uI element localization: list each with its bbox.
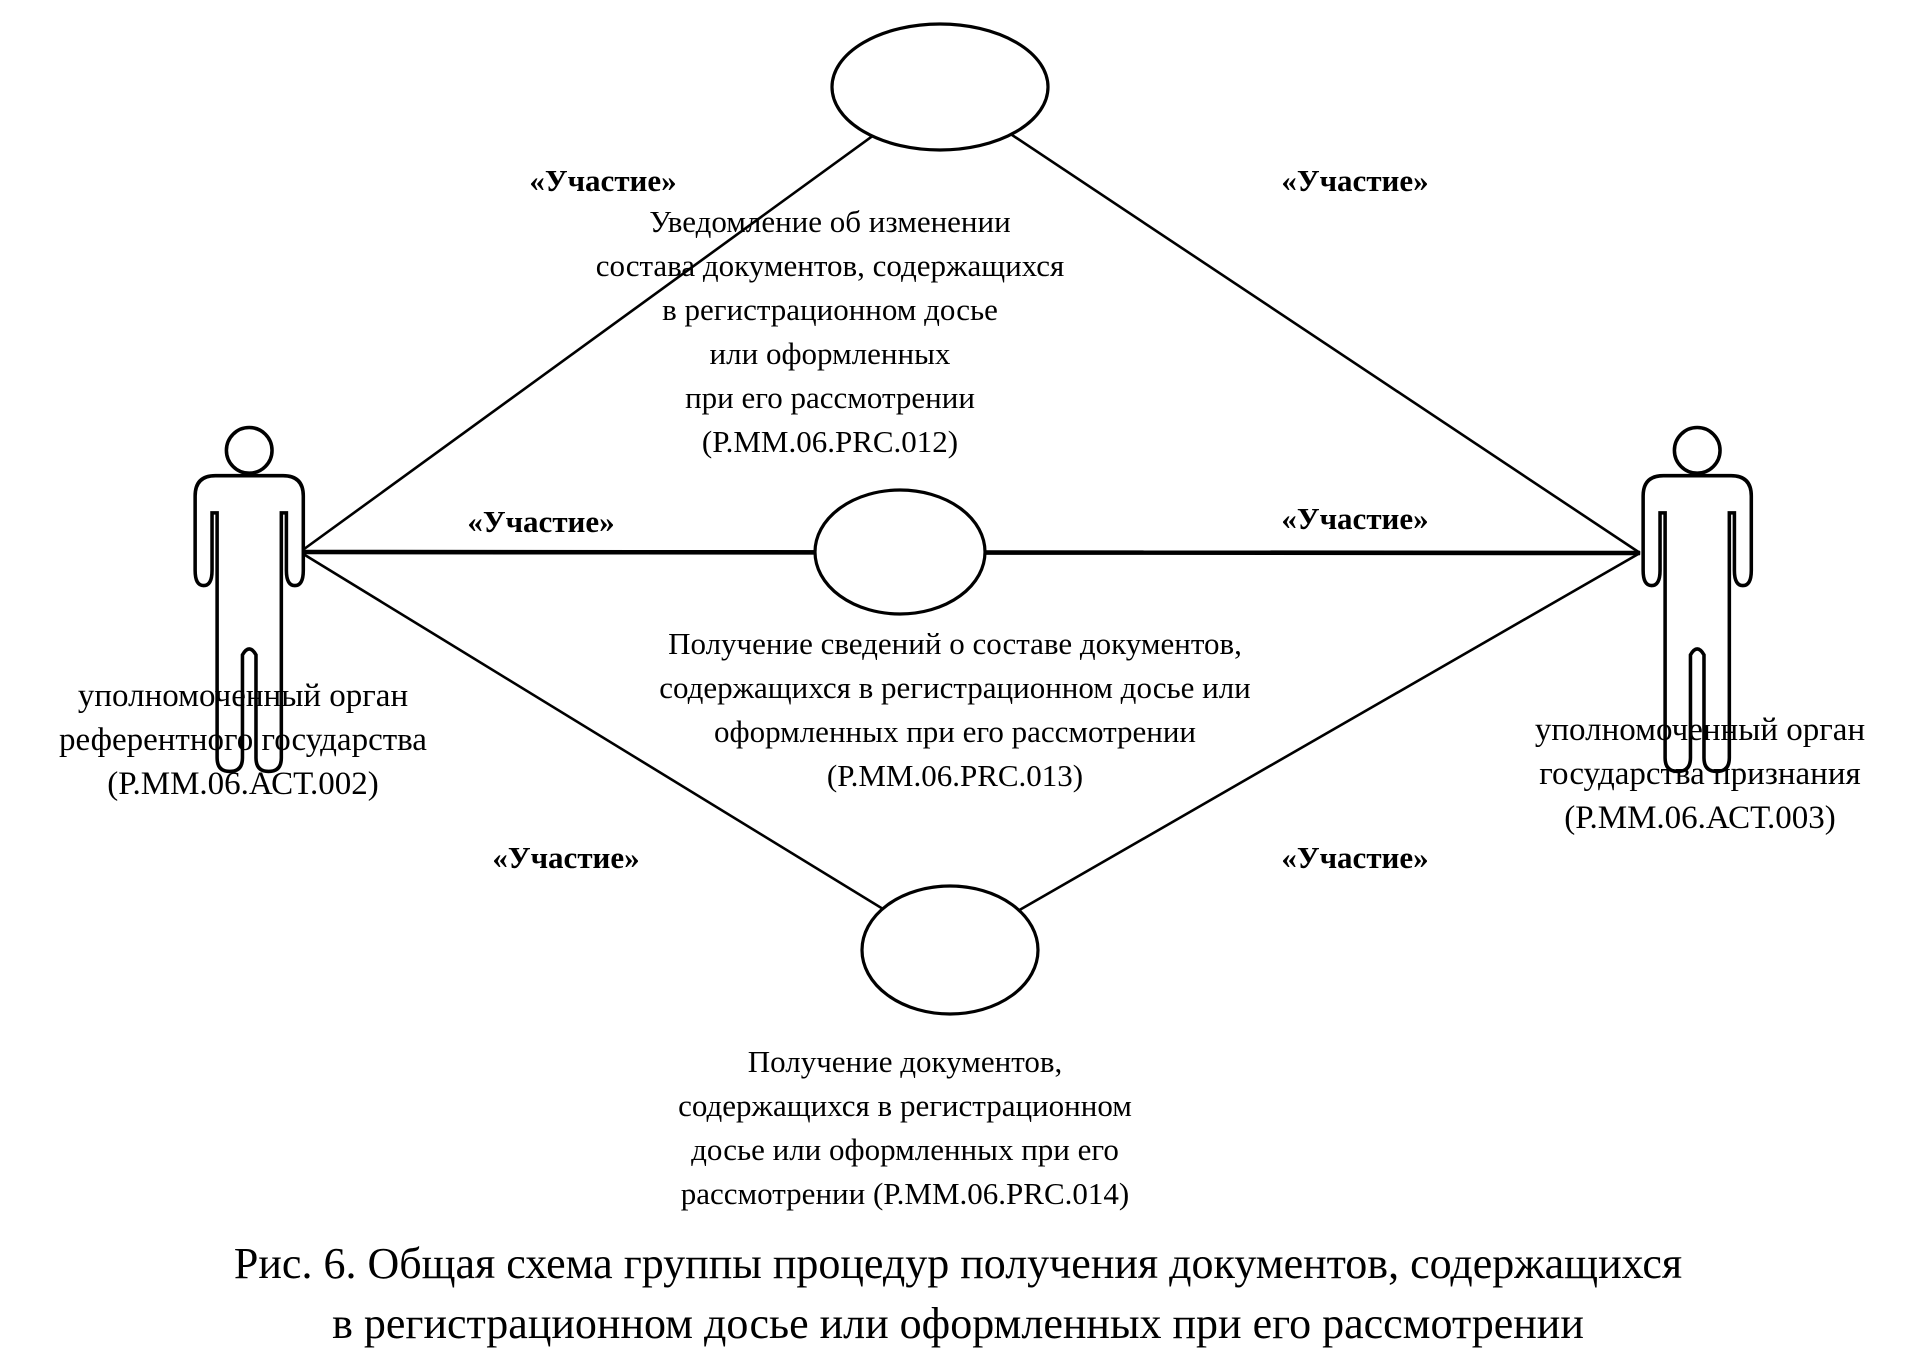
figure-caption: Рис. 6. Общая схема группы процедур полу… <box>234 1234 1682 1354</box>
actor-left-body <box>193 473 306 774</box>
use-case-text-line: содержащихся в регистрационном <box>678 1088 1132 1123</box>
actor-figure-left <box>193 425 306 774</box>
actor-figure-right <box>1641 425 1754 774</box>
figure-caption-line: Рис. 6. Общая схема группы процедур полу… <box>233 1239 1683 1288</box>
actor-label-line: (Р.ММ.06.АСТ.003) <box>1564 800 1836 836</box>
association-line-left-top <box>299 85 941 554</box>
use-case-text-notification: Уведомление об изменении состава докумен… <box>596 200 1065 464</box>
use-case-text-line: досье или оформленных при его <box>691 1132 1119 1167</box>
use-case-text-line: состава документов, содержащихся <box>595 248 1065 283</box>
use-case-ellipse-info <box>813 488 987 616</box>
use-case-text-documents: Получение документов, содержащихся в рег… <box>678 1040 1132 1216</box>
use-case-text-line: рассмотрении (Р.ММ.06.PRC.014) <box>680 1176 1130 1211</box>
stereotype-label-bottom-left: «Участие» <box>492 840 640 875</box>
use-case-text-line: при его рассмотрении <box>685 380 975 415</box>
actor-left-head <box>224 425 274 475</box>
actor-label-line: (Р.ММ.06.АСТ.002) <box>107 766 379 802</box>
actor-label-line: референтного государства <box>59 722 427 758</box>
actor-right-head <box>1672 425 1722 475</box>
actor-label-line: государства признания <box>1539 756 1861 792</box>
use-case-text-line: Получение документов, <box>747 1044 1063 1079</box>
stereotype-label-bottom-right: «Участие» <box>1281 840 1429 875</box>
stereotype-label-middle-right: «Участие» <box>1281 501 1429 536</box>
use-case-text-line: Получение сведений о составе документов, <box>668 626 1242 661</box>
stereotype-label-top-right: «Участие» <box>1281 163 1429 198</box>
use-case-text-info: Получение сведений о составе документов,… <box>659 622 1251 798</box>
association-line-right-top <box>939 85 1641 555</box>
use-case-text-line: (Р.ММ.06.PRC.012) <box>701 424 959 459</box>
association-line-left-bottom <box>299 550 951 952</box>
use-case-text-line: оформленных при его рассмотрении <box>713 714 1197 749</box>
actor-label-right: уполномоченный орган государства признан… <box>1535 708 1865 840</box>
figure-caption-line: в регистрационном досье или оформленных … <box>332 1299 1584 1348</box>
use-case-text-line: или оформленных <box>709 336 951 371</box>
stereotype-label-middle-left: «Участие» <box>467 504 615 539</box>
association-line-right-bottom <box>949 551 1641 952</box>
use-case-text-line: содержащихся в регистрационном досье или <box>659 670 1251 705</box>
use-case-text-line: Уведомление об изменении <box>649 204 1011 239</box>
actor-label-left: уполномоченный орган референтного госуда… <box>59 674 427 806</box>
use-case-ellipse-documents <box>860 884 1040 1016</box>
actor-label-line: уполномоченный орган <box>1534 712 1866 748</box>
actor-label-line: уполномоченный орган <box>77 678 409 714</box>
use-case-text-line: (Р.ММ.06.PRC.013) <box>826 758 1084 793</box>
stereotype-label-top-left: «Участие» <box>529 163 677 198</box>
use-case-text-line: в регистрационном досье <box>662 292 998 327</box>
use-case-ellipses <box>813 22 1050 1016</box>
use-case-ellipse-notification <box>830 22 1050 152</box>
actor-right-body <box>1641 473 1754 774</box>
